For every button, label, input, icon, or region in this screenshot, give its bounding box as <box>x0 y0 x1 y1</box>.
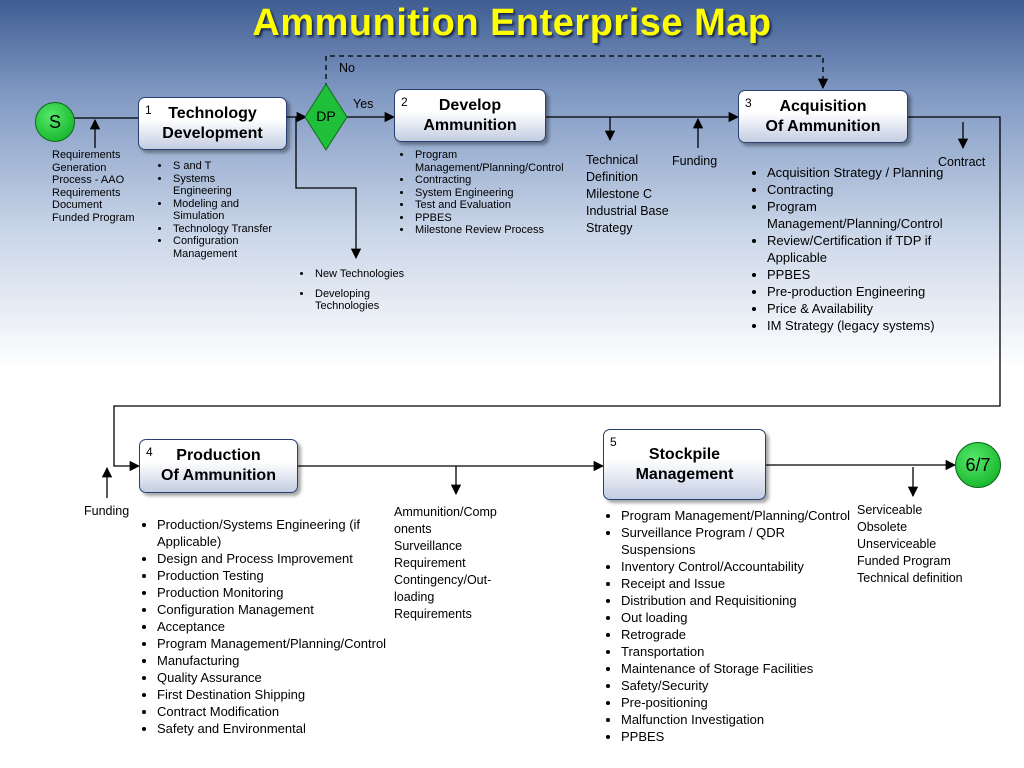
list-item: Contracting <box>767 181 965 198</box>
tech-dev-activities-list: S and TSystems EngineeringModeling and S… <box>155 160 276 260</box>
box-number: 1 <box>145 103 152 117</box>
end-node-label: 6/7 <box>965 454 991 475</box>
technical-output-text: Technical Definition Milestone C Industr… <box>586 153 669 235</box>
list-item: Retrograde <box>621 626 851 643</box>
list-item: Pre-production Engineering <box>767 283 965 300</box>
list-item: Production Monitoring <box>157 584 402 601</box>
box-label: Acquisition Of Ammunition <box>765 97 881 135</box>
box-number: 2 <box>401 95 408 109</box>
list-item: Contracting <box>413 174 593 187</box>
start-node-label: S <box>48 111 61 132</box>
list-item: Design and Process Improvement <box>157 550 402 567</box>
list-item: Manufacturing <box>157 652 402 669</box>
list-item: PPBES <box>413 212 593 225</box>
new-technologies-list: New TechnologiesDeveloping Technologies <box>297 268 433 320</box>
box-number: 3 <box>745 96 752 110</box>
start-node: S <box>35 102 75 142</box>
list-item: S and T <box>171 160 276 173</box>
decision-point-diamond <box>304 83 348 151</box>
list-item: Distribution and Requisitioning <box>621 592 851 609</box>
box-number: 4 <box>146 445 153 459</box>
list-item: System Engineering <box>413 187 593 200</box>
decision-no-label: No <box>339 61 355 75</box>
list-item: Price & Availability <box>767 300 965 317</box>
production-activities-list: Production/Systems Engineering (if Appli… <box>141 516 402 737</box>
list-item: Contract Modification <box>157 703 402 720</box>
box-label: Production Of Ammunition <box>161 447 276 484</box>
box-production-of-ammunition: 4 Production Of Ammunition <box>139 439 298 493</box>
list-item: Milestone Review Process <box>413 224 593 237</box>
list-item: Receipt and Issue <box>621 575 851 592</box>
flow-new-technologies <box>295 117 362 260</box>
list-item: Transportation <box>621 643 851 660</box>
box-acquisition-of-ammunition: 3 Acquisition Of Ammunition <box>738 90 908 143</box>
list-item: PPBES <box>621 728 851 745</box>
box-number: 5 <box>610 435 617 449</box>
box-label: Develop Ammunition <box>423 96 517 134</box>
serviceable-output-text: Serviceable Obsolete Unserviceable Funde… <box>857 503 963 585</box>
list-item: Production Testing <box>157 567 402 584</box>
list-item: PPBES <box>767 266 965 283</box>
list-item: IM Strategy (legacy systems) <box>767 317 965 334</box>
end-node: 6/7 <box>955 442 1001 488</box>
box-label: Stockpile Management <box>635 445 734 483</box>
list-item: New Technologies <box>313 268 433 281</box>
list-item: Program Management/Planning/Control <box>157 635 402 652</box>
decision-point-label: DP <box>316 108 336 124</box>
list-item: Configuration Management <box>171 235 276 260</box>
develop-activities-list: Program Management/Planning/ControlContr… <box>397 149 593 237</box>
stockpile-activities-list: Program Management/Planning/ControlSurve… <box>605 507 851 745</box>
decision-yes-label: Yes <box>353 97 374 111</box>
list-item: Modeling and Simulation <box>171 198 276 223</box>
box-stockpile-management: 5 Stockpile Management <box>603 429 766 500</box>
box-label: Technology Development <box>162 104 263 142</box>
box-technology-development: 1 Technology Development <box>138 97 287 150</box>
list-item: Review/Certification if TDP if Applicabl… <box>767 232 965 266</box>
list-item: Maintenance of Storage Facilities <box>621 660 851 677</box>
ammo-components-output-text: Ammunition/Comp onents Surveillance Requ… <box>394 505 497 621</box>
list-item: Technology Transfer <box>171 223 276 236</box>
list-item: Program Management/Planning/Control <box>621 507 851 524</box>
list-item: Program Management/Planning/Control <box>767 198 965 232</box>
box-develop-ammunition: 2 Develop Ammunition <box>394 89 546 142</box>
list-item: Malfunction Investigation <box>621 711 851 728</box>
requirements-input-text: Requirements Generation Process - AAO Re… <box>52 149 135 224</box>
list-item: Configuration Management <box>157 601 402 618</box>
list-item: Acceptance <box>157 618 402 635</box>
funding-acquisition-text: Funding <box>672 154 718 168</box>
list-item: Production/Systems Engineering (if Appli… <box>157 516 402 550</box>
list-item: Safety/Security <box>621 677 851 694</box>
acquisition-activities-list: Acquisition Strategy / PlanningContracti… <box>751 164 965 334</box>
list-item: Inventory Control/Accountability <box>621 558 851 575</box>
list-item: Quality Assurance <box>157 669 402 686</box>
list-item: Program Management/Planning/Control <box>413 149 593 174</box>
list-item: Out loading <box>621 609 851 626</box>
list-item: Test and Evaluation <box>413 199 593 212</box>
list-item: Developing Technologies <box>313 288 433 313</box>
list-item: Acquisition Strategy / Planning <box>767 164 965 181</box>
list-item: Surveillance Program / QDR Suspensions <box>621 524 851 558</box>
flow-acquisition-to-production <box>113 116 1001 472</box>
list-item: Systems Engineering <box>171 173 276 198</box>
list-item: Safety and Environmental <box>157 720 402 737</box>
contract-output-text: Contract <box>938 155 986 169</box>
page-title: Ammunition Enterprise Map <box>252 2 772 44</box>
list-item: First Destination Shipping <box>157 686 402 703</box>
funding-production-text: Funding <box>84 504 130 518</box>
list-item: Pre-positioning <box>621 694 851 711</box>
flow-dp-no-loop <box>325 55 829 90</box>
